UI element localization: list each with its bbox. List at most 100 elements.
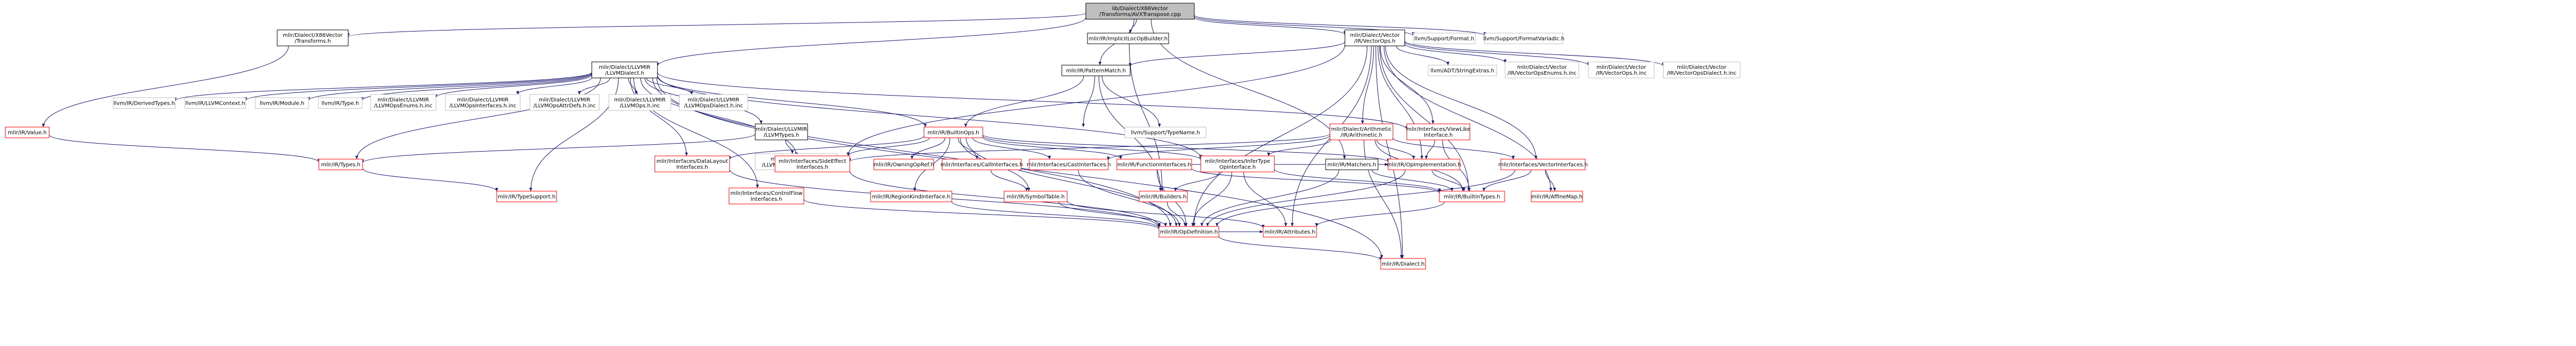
node-label: mlir/IR/AffineMap.h: [1531, 194, 1583, 200]
node-arithmetic[interactable]: mlir/Dialect/Arithmetic/IR/Arithmetic.h: [1329, 123, 1393, 140]
edge-symboltable-to-attributes: [1067, 200, 1265, 229]
edge-llvmdialect-to-llvmopsdialect: [646, 77, 693, 95]
node-label: mlir/Dialect/LLVMIR: [599, 65, 651, 70]
edge-builtinops-to-funcifaces: [982, 137, 1123, 160]
node-builders[interactable]: mlir/IR/Builders.h: [1139, 191, 1188, 202]
node-llvmops_inc[interactable]: mlir/Dialect/LLVMIR/LLVMOps.h.inc: [608, 94, 671, 111]
edge-llvmdialect-to-llvmopsenums: [434, 74, 592, 98]
node-derivedtypes[interactable]: llvm/IR/DerivedTypes.h: [113, 97, 176, 109]
edge-llvmdialect-to-builtinops: [657, 76, 927, 128]
node-label: mlir/IR/Types.h: [321, 162, 361, 168]
edge-builtinops-to-opimpl: [982, 134, 1390, 162]
node-llvmopsifaces[interactable]: mlir/Dialect/LLVMIR/LLVMOpsInterfaces.h.…: [445, 94, 521, 111]
node-label: /LLVMOpsDialect.h.inc: [684, 103, 743, 109]
node-llvmopsenums[interactable]: mlir/Dialect/LLVMIR/LLVMOpsEnums.h.inc: [370, 94, 436, 111]
node-opdefinition[interactable]: mlir/IR/OpDefinition.h: [1158, 226, 1219, 238]
node-affinemap[interactable]: mlir/IR/AffineMap.h: [1531, 191, 1583, 202]
node-builtintypes[interactable]: mlir/IR/BuiltinTypes.h: [1439, 191, 1505, 202]
node-box: [318, 97, 363, 109]
edge-builtinops-to-callifaces: [958, 137, 978, 160]
edge-vecifaces-to-builtintypes: [1482, 169, 1532, 192]
node-label: mlir/IR/OpDefinition.h: [1160, 230, 1218, 235]
node-label: mlir/IR/SymbolTable.h: [1007, 194, 1065, 200]
node-label: llvm/IR/Type.h: [322, 101, 359, 107]
node-callifaces[interactable]: mlir/Interfaces/CallInterfaces.h: [941, 159, 1023, 170]
node-box: [873, 159, 934, 170]
node-llvmdialect[interactable]: mlir/Dialect/LLVMIR/LLVMDialect.h: [591, 61, 658, 78]
node-label: Interfaces.h: [796, 164, 828, 170]
edge-vectorops-to-builtintypes: [1379, 45, 1470, 192]
node-label: llvm/IR/DerivedTypes.h: [114, 101, 175, 107]
node-matchers[interactable]: mlir/IR/Matchers.h: [1325, 159, 1379, 170]
node-label: Interfaces.h: [750, 196, 782, 202]
edge-root-to-vectorops: [1194, 17, 1346, 35]
edge-value-to-types: [49, 134, 320, 163]
node-box: [255, 97, 309, 109]
edge-root-to-implicitloc: [1129, 19, 1137, 34]
node-builtinops[interactable]: mlir/IR/BuiltinOps.h: [923, 127, 983, 138]
node-label: mlir/IR/BuiltinOps.h: [928, 130, 980, 136]
node-label: /LLVMOpsAttrDefs.h.inc: [534, 103, 596, 109]
node-label: mlir/Interfaces/ViewLike: [1406, 127, 1470, 132]
node-label: llvm/ADT/StringExtras.h: [1430, 68, 1494, 74]
node-implicitloc[interactable]: mlir/IR/ImplicitLocOpBuilder.h: [1087, 33, 1169, 44]
node-dialect[interactable]: mlir/IR/Dialect.h: [1380, 258, 1426, 270]
node-llvmtype[interactable]: llvm/IR/Type.h: [318, 97, 363, 109]
node-vecenums[interactable]: mlir/Dialect/Vector/IR/VectorOpsEnums.h.…: [1505, 61, 1579, 78]
node-regionkind[interactable]: mlir/IR/RegionKindInterface.h: [870, 191, 952, 202]
node-format[interactable]: llvm/Support/Format.h: [1413, 33, 1476, 44]
node-label: mlir/IR/Attributes.h: [1265, 230, 1316, 235]
node-llvmtypes[interactable]: mlir/Dialect/LLVMIR/LLVMTypes.h: [755, 123, 808, 140]
edge-arithmetic-to-dialect: [1364, 139, 1403, 259]
node-typename[interactable]: llvm/Support/TypeName.h: [1124, 127, 1207, 138]
edge-vectorops-to-vecenums: [1404, 43, 1507, 64]
node-attributes[interactable]: mlir/IR/Attributes.h: [1263, 226, 1317, 238]
node-box: [1158, 226, 1219, 238]
node-box: [1484, 33, 1563, 44]
edge-arithmetic-to-vecifaces: [1392, 137, 1515, 160]
node-box: [1116, 159, 1192, 170]
node-value[interactable]: mlir/IR/Value.h: [5, 127, 50, 138]
node-owningopref[interactable]: mlir/IR/OwningOpRef.h: [873, 159, 934, 170]
node-stringextras[interactable]: llvm/ADT/StringExtras.h: [1428, 65, 1497, 76]
node-label: mlir/Dialect/LLVMIR: [457, 97, 509, 103]
node-box: [1406, 123, 1470, 140]
node-funcifaces[interactable]: mlir/IR/FunctionInterfaces.h: [1116, 159, 1192, 170]
node-formatvariadic[interactable]: llvm/Support/FormatVariadic.h: [1483, 33, 1564, 44]
node-llvmopsattr[interactable]: mlir/Dialect/LLVMIR/LLVMOpsAttrDefs.h.in…: [529, 94, 600, 111]
edge-llvmdialect-to-llvmcontext: [244, 72, 592, 101]
node-vecdialect_inc[interactable]: mlir/Dialect/Vector/IR/VectorOpsDialect.…: [1663, 61, 1741, 78]
node-symboltable[interactable]: mlir/IR/SymbolTable.h: [1004, 191, 1068, 202]
node-box: [608, 94, 671, 111]
node-llvmmodule[interactable]: llvm/IR/Module.h: [255, 97, 309, 109]
node-box: [445, 94, 521, 111]
node-box: [1663, 61, 1741, 78]
node-box: [1124, 127, 1207, 138]
node-vectorops[interactable]: mlir/Dialect/Vector/IR/VectorOps.h: [1344, 29, 1405, 46]
node-label: mlir/Dialect/Vector: [1350, 33, 1400, 38]
node-llvmopsdialect[interactable]: mlir/Dialect/LLVMIR/LLVMOpsDialect.h.inc: [679, 94, 748, 111]
edge-llvmdialect-to-llvmops_inc: [628, 77, 638, 95]
node-label: llvm/IR/Module.h: [260, 101, 304, 107]
node-llvmcontext[interactable]: llvm/IR/LLVMContext.h: [184, 97, 246, 109]
node-label: mlir/IR/RegionKindInterface.h: [872, 194, 951, 200]
node-root[interactable]: lib/Dialect/X86Vector/Transforms/AVXTran…: [1085, 3, 1195, 20]
node-box: [774, 155, 850, 172]
node-vecops_inc[interactable]: mlir/Dialect/Vector/IR/VectorOps.h.inc: [1588, 61, 1655, 78]
node-vecifaces[interactable]: mlir/Interfaces/VectorInterfaces.h: [1498, 159, 1588, 170]
node-opimpl[interactable]: mlir/IR/OpImplementation.h: [1387, 159, 1461, 170]
node-label: /Transforms.h: [295, 38, 331, 44]
node-label: mlir/Interfaces/CallInterfaces.h: [941, 162, 1023, 168]
node-typesupport[interactable]: mlir/IR/TypeSupport.h: [496, 191, 557, 202]
node-patternmatch[interactable]: mlir/IR/PatternMatch.h: [1061, 65, 1131, 76]
node-types[interactable]: mlir/IR/Types.h: [318, 159, 363, 170]
node-box: [1087, 33, 1169, 44]
node-label: mlir/Interfaces/SideEffect: [779, 159, 847, 164]
node-x86t[interactable]: mlir/Dialect/X86Vector/Transforms.h: [277, 29, 349, 46]
node-castifaces[interactable]: mlir/Interfaces/CastInterfaces.h: [1027, 159, 1111, 170]
